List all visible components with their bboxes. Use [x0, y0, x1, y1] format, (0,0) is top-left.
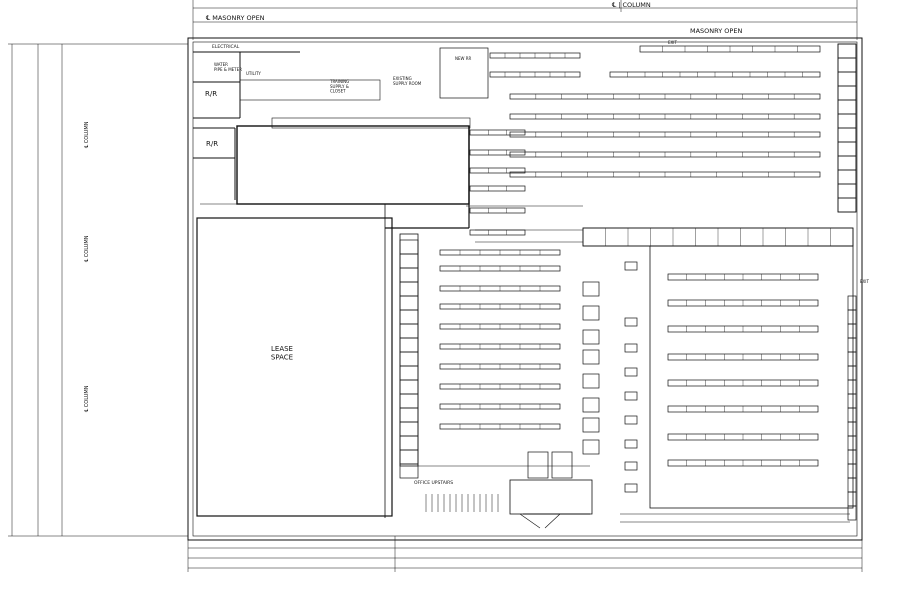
electrical-label: ELECTRICAL — [212, 44, 240, 50]
shelf-gondola — [399, 253, 419, 269]
shelf-gondola — [399, 239, 419, 255]
shelf-gondola — [469, 149, 526, 156]
shelf-gondola — [399, 463, 419, 479]
shelf-gondola — [847, 407, 857, 423]
shelf-gondola — [837, 113, 857, 129]
shelf-gondola — [582, 439, 600, 455]
shelf-gondola — [847, 435, 857, 451]
shelf-gondola — [399, 309, 419, 325]
shelf-gondola — [582, 305, 600, 321]
shelf-gondola — [582, 349, 600, 365]
shelf-gondola — [582, 397, 600, 413]
shelf-gondola — [624, 317, 638, 327]
shelf-gondola — [624, 261, 638, 271]
rr-upper-label: R/R — [205, 90, 217, 98]
exit-left-label: EXIT — [668, 40, 677, 45]
shelf-gondola — [847, 337, 857, 353]
shelf-gondola — [399, 393, 419, 409]
shelf-gondola — [847, 463, 857, 479]
shelf-gondola — [837, 183, 857, 199]
shelf-gondola — [399, 337, 419, 353]
shelf-gondola — [847, 351, 857, 367]
shelf-gondola — [624, 367, 638, 377]
utility-label: UTILITY — [246, 71, 261, 76]
shelf-gondola — [624, 415, 638, 425]
shelf-gondola — [837, 85, 857, 101]
column-left-label-1: ℄ COLUMN — [84, 121, 90, 148]
shelf-gondola — [469, 167, 526, 174]
shelf-gondola — [837, 57, 857, 73]
shelf-gondola — [847, 421, 857, 437]
rr-lower-label: R/R — [206, 140, 218, 148]
shelf-gondola — [847, 449, 857, 465]
shelf-gondola — [399, 295, 419, 311]
building-outline — [187, 37, 863, 541]
shelf-gondola — [399, 267, 419, 283]
shelf-gondola — [837, 43, 857, 59]
shelf-gondola — [624, 461, 638, 471]
new-rr-label: NEW RR — [455, 56, 472, 61]
shelf-gondola — [582, 417, 600, 433]
office-upstairs-label: OFFICE UPSTAIRS — [414, 480, 453, 486]
column-left-label-3: ℄ COLUMN — [84, 385, 90, 412]
shelf-gondola — [551, 451, 573, 479]
shelf-gondola — [837, 169, 857, 185]
shelf-gondola — [837, 155, 857, 171]
shelf-gondola — [847, 477, 857, 493]
shelf-gondola — [847, 323, 857, 339]
lease-space-room — [196, 217, 393, 517]
masonry-open-left-label: ℄ MASONRY OPEN — [206, 14, 265, 22]
shelf-gondola — [399, 379, 419, 395]
shelf-gondola — [847, 491, 857, 507]
shelf-gondola — [582, 373, 600, 389]
shelf-gondola — [469, 207, 526, 214]
shelf-gondola — [399, 407, 419, 423]
exit-right-label: EXIT — [860, 279, 869, 284]
shelf-gondola — [582, 281, 600, 297]
shelf-gondola — [847, 505, 857, 521]
shelf-gondola — [469, 229, 526, 236]
masonry-open-right-label: MASONRY OPEN — [690, 27, 742, 35]
shelf-gondola — [837, 197, 857, 213]
shelf-gondola — [399, 323, 419, 339]
shelf-gondola — [399, 281, 419, 297]
shelf-gondola — [469, 129, 526, 136]
shelf-gondola — [847, 295, 857, 311]
shelf-gondola — [399, 421, 419, 437]
shelf-gondola — [582, 329, 600, 345]
shelf-gondola — [399, 365, 419, 381]
shelf-gondola — [837, 71, 857, 87]
shelf-gondola — [624, 439, 638, 449]
shelf-gondola — [624, 343, 638, 353]
shelf-gondola — [837, 141, 857, 157]
shelf-gondola — [399, 351, 419, 367]
shelf-gondola — [624, 391, 638, 401]
shelf-gondola — [847, 379, 857, 395]
shelf-gondola — [399, 449, 419, 465]
shelf-gondola — [847, 309, 857, 325]
column-top-label: ℄ | COLUMN — [612, 1, 651, 9]
shelf-gondola — [527, 451, 549, 479]
shelf-gondola — [847, 365, 857, 381]
shelf-gondola — [837, 99, 857, 115]
shelf-gondola — [837, 127, 857, 143]
building-inner-outline — [192, 41, 858, 537]
shelf-gondola — [399, 435, 419, 451]
shelf-gondola — [624, 483, 638, 493]
column-left-label-2: ℄ COLUMN — [84, 235, 90, 262]
shelf-gondola — [469, 185, 526, 192]
shelf-gondola — [847, 393, 857, 409]
